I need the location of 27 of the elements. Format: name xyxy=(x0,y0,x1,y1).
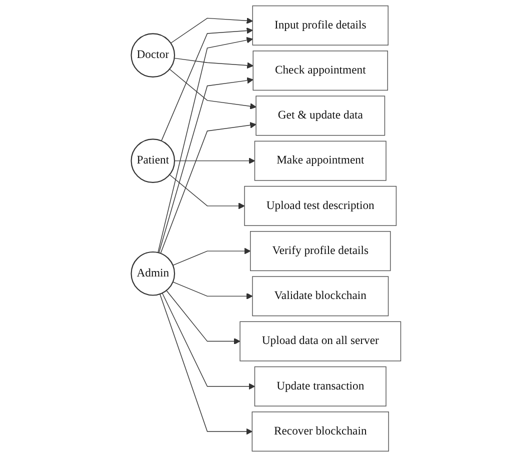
arrow xyxy=(174,158,256,164)
node-box: Get & update data xyxy=(256,96,386,136)
arrow xyxy=(170,18,253,44)
arrow xyxy=(174,58,254,69)
arrow xyxy=(160,294,252,435)
node-box: Update transaction xyxy=(254,366,386,406)
arrow xyxy=(160,122,256,254)
node-circle: Admin xyxy=(130,251,176,296)
arrow xyxy=(162,292,256,390)
arrow xyxy=(169,174,245,210)
arrow xyxy=(161,27,253,142)
node-circle: Doctor xyxy=(130,33,176,78)
arrow xyxy=(166,290,240,344)
node-box: Input profile details xyxy=(252,5,388,46)
node-circle: Patient xyxy=(130,138,176,183)
arrow xyxy=(158,36,253,253)
node-box: Upload data on all server xyxy=(240,321,402,362)
arrow xyxy=(169,68,256,110)
node-box: Verify profile details xyxy=(250,231,391,272)
node-box: Check appointment xyxy=(252,50,388,91)
arrow xyxy=(172,282,253,300)
arrow xyxy=(172,248,251,266)
arrow xyxy=(158,77,254,254)
node-box: Recover blockchain xyxy=(252,412,389,452)
node-box: Upload test description xyxy=(244,186,397,226)
node-box: Validate blockchain xyxy=(252,276,389,316)
node-box: Make appointment xyxy=(254,140,386,181)
